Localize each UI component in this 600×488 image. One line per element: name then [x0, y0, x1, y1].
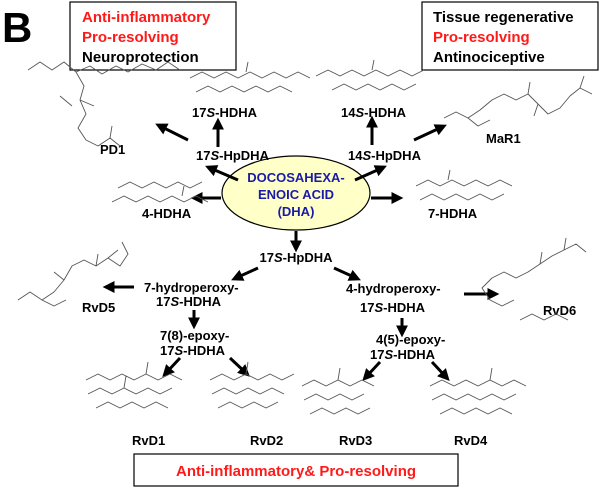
- arrows: [102, 115, 500, 381]
- dha-ellipse-shape: [221, 155, 371, 231]
- structure-7-hdha: [415, 169, 513, 201]
- label-17s-hdha: 17S-HDHA: [192, 105, 258, 120]
- panel-letter: B: [2, 4, 32, 51]
- structure-rvd1: [85, 361, 183, 409]
- arrow-to-rvd2: [228, 356, 250, 377]
- box-top-left-line2: Pro-resolving: [82, 29, 179, 46]
- label-7-hydroperoxy-line1: 7-hydroperoxy-: [144, 280, 239, 295]
- dha-line1: DOCOSAHEXA-: [247, 170, 345, 185]
- box-top-left-line1: Anti-inflammatory: [82, 9, 211, 26]
- arrow-dha-to-14s-hpdha: [354, 165, 387, 182]
- arrow-to-mar1: [413, 124, 447, 142]
- label-14s-hpdha: 14S-HpDHA: [348, 148, 422, 163]
- label-4-hydroperoxy-line2: 17S-HDHA: [360, 300, 426, 315]
- label-4-hydroperoxy-line1: 4-hydroperoxy-: [346, 281, 441, 296]
- box-bottom: Anti-inflammatory& Pro-resolving: [133, 453, 459, 487]
- label-rvd2: RvD2: [250, 433, 283, 448]
- structure-rvd2: [209, 361, 295, 409]
- box-top-left-line3: Neuroprotection: [82, 49, 199, 66]
- box-top-left-frame: [69, 1, 237, 71]
- structure-drawings: [17, 59, 593, 415]
- box-top-right-line1: Tissue regenerative: [433, 9, 574, 26]
- arrow-to-4-hydroperoxy: [333, 266, 361, 281]
- structure-pd1: [27, 61, 181, 147]
- label-rvd6: RvD6: [543, 303, 576, 318]
- box-bottom-frame: [133, 453, 459, 487]
- structure-mar1: [443, 75, 593, 127]
- dha-line3: (DHA): [278, 204, 315, 219]
- structure-rvd4: [429, 367, 527, 415]
- label-17s-hpdha-center: 17S-HpDHA: [260, 250, 334, 265]
- dha-line2: ENOIC ACID: [258, 187, 334, 202]
- arrow-to-rvd3: [362, 360, 382, 381]
- label-rvd4: RvD4: [454, 433, 488, 448]
- box-top-left: Anti-inflammatory Pro-resolving Neuropro…: [69, 1, 237, 71]
- arrow-to-rvd4: [430, 360, 450, 381]
- dha-ellipse: DOCOSAHEXA- ENOIC ACID (DHA): [221, 155, 371, 231]
- label-7-hdha: 7-HDHA: [428, 206, 478, 221]
- label-pd1: PD1: [100, 142, 125, 157]
- arrow-dha-to-17s-hpdha-left: [205, 165, 239, 182]
- label-rvd3: RvD3: [339, 433, 372, 448]
- box-top-right: Tissue regenerative Pro-resolving Antino…: [421, 1, 599, 71]
- structure-14s-hdha: [315, 59, 425, 91]
- label-epoxy45-line2: 17S-HDHA: [370, 347, 436, 362]
- label-epoxy45-line1: 4(5)-epoxy-: [376, 332, 445, 347]
- label-rvd1: RvD1: [132, 433, 165, 448]
- structure-17s-hdha: [189, 61, 311, 93]
- label-mar1: MaR1: [486, 131, 521, 146]
- box-bottom-text: Anti-inflammatory& Pro-resolving: [176, 463, 416, 480]
- label-rvd5: RvD5: [82, 300, 115, 315]
- compound-labels: 17S-HDHA 17S-HpDHA 14S-HDHA 14S-HpDHA PD…: [82, 105, 576, 448]
- label-14s-hdha: 14S-HDHA: [341, 105, 407, 120]
- label-4-hdha: 4-HDHA: [142, 206, 192, 221]
- box-top-right-frame: [421, 1, 599, 71]
- structure-rvd3: [301, 367, 375, 415]
- arrow-to-rvd1: [162, 356, 182, 377]
- label-epoxy78-line1: 7(8)-epoxy-: [160, 328, 229, 343]
- label-17s-hpdha-left: 17S-HpDHA: [196, 148, 270, 163]
- label-epoxy78-line2: 17S-HDHA: [160, 343, 226, 358]
- arrow-to-7-hydroperoxy: [231, 266, 259, 281]
- box-top-right-line3: Antinociceptive: [433, 49, 545, 66]
- structure-4-hdha: [111, 181, 209, 203]
- label-7-hydroperoxy-line2: 17S-HDHA: [156, 294, 222, 309]
- box-top-right-line2: Pro-resolving: [433, 29, 530, 46]
- structure-rvd6: [481, 237, 587, 321]
- structure-rvd5: [17, 241, 129, 307]
- arrow-to-pd1: [155, 123, 189, 142]
